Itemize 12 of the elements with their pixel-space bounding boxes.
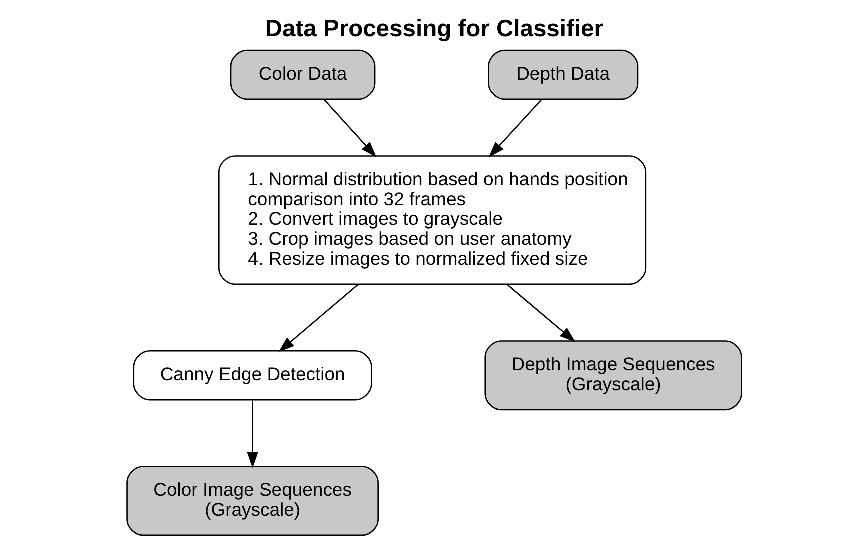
node-box: Color Data: [230, 50, 376, 100]
arrow: [506, 284, 576, 342]
node-box: Color Image Sequences (Grayscale): [126, 466, 378, 536]
arrow: [246, 400, 258, 468]
arrow: [278, 284, 358, 352]
node-box: Canny Edge Detection: [132, 350, 372, 401]
diagram-title: Data Processing for Classifier: [264, 16, 604, 43]
node-box: Depth Data: [488, 50, 638, 100]
arrow: [323, 99, 376, 158]
arrow: [488, 99, 542, 158]
node-box: Depth Image Sequences (Grayscale): [484, 340, 742, 411]
node-box: 1. Normal distribution based on hands position comparison into 32 frames 2. Convert images to grayscale 3. Crop images based on user anatomy 4. Resize images to normalized fixed size: [218, 156, 646, 286]
